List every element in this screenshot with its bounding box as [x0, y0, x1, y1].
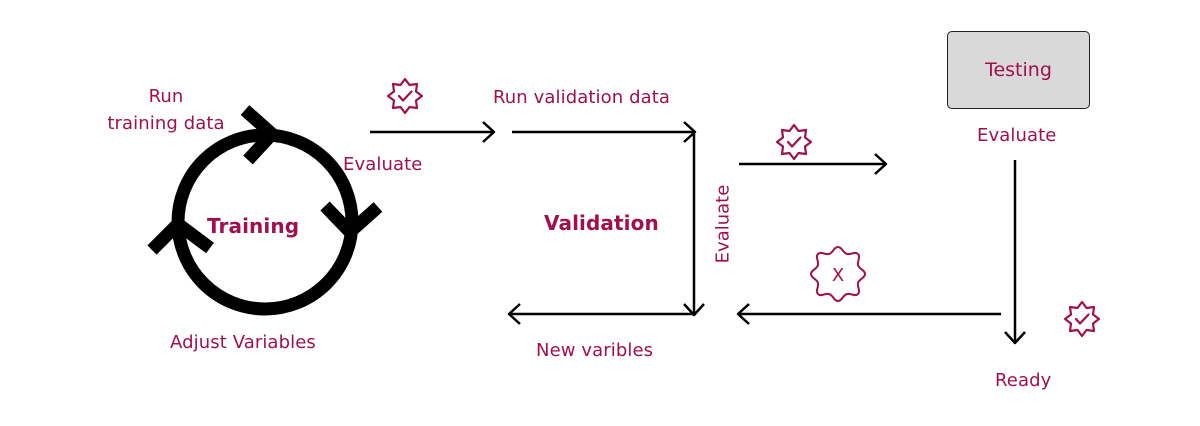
validation-loop — [507, 121, 705, 325]
rejected-badge-icon: X — [809, 245, 867, 303]
adjust-variables-label: Adjust Variables — [170, 332, 316, 353]
verified-badge-icon — [775, 123, 813, 161]
run-training-data-label: Run training data — [96, 86, 236, 135]
verified-badge-icon — [386, 77, 424, 115]
arrow-validation-to-testing — [739, 153, 888, 175]
new-variables-label: New varibles — [536, 340, 654, 361]
arrow-training-to-validation — [370, 121, 496, 143]
run-training-data-line2: training data — [107, 113, 225, 134]
training-cycle — [147, 105, 383, 316]
verified-badge-icon — [1063, 300, 1101, 338]
run-validation-data-label: Run validation data — [493, 87, 671, 108]
validation-title: Validation — [544, 211, 659, 235]
run-training-data-line1: Run — [148, 86, 184, 107]
testing-box: Testing — [947, 31, 1090, 109]
ready-label: Ready — [995, 370, 1052, 391]
cycle-arrowhead-top — [240, 105, 282, 165]
training-title: Training — [207, 214, 300, 238]
arrow-testing-fail-to-validation — [736, 303, 1001, 325]
rejected-badge-text: X — [832, 265, 844, 286]
arrow-testing-to-ready — [1004, 160, 1026, 345]
cycle-arrowhead-left — [147, 215, 214, 255]
cycle-arrowhead-right — [320, 201, 383, 242]
testing-evaluate-label: Evaluate — [977, 125, 1057, 146]
validation-evaluate-label: Evaluate — [712, 184, 734, 264]
training-evaluate-label: Evaluate — [343, 154, 423, 175]
testing-title: Testing — [985, 59, 1052, 81]
